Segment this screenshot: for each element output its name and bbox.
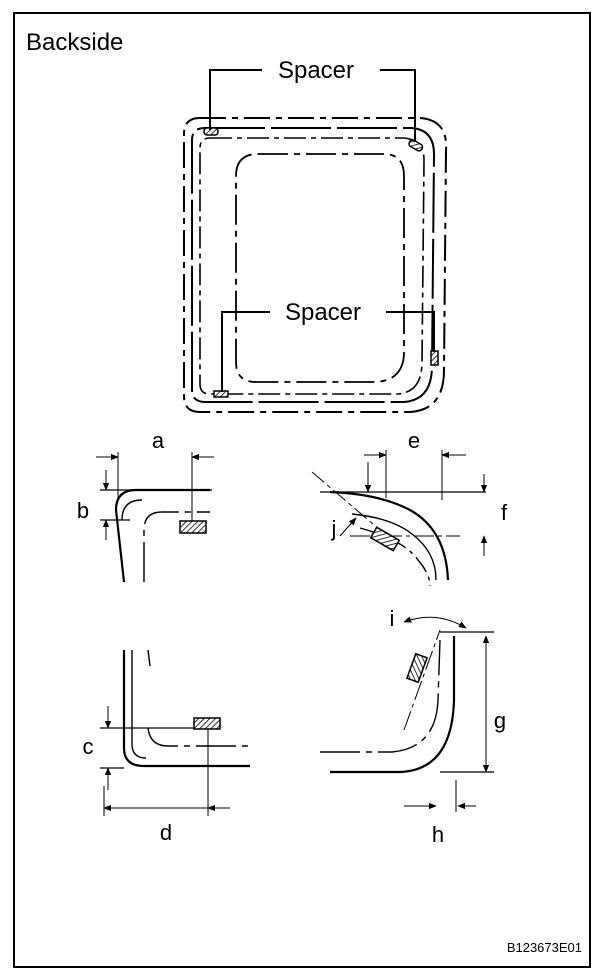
spacer-label-middle: Spacer — [285, 299, 361, 326]
dimension-label-a: a — [152, 428, 165, 453]
spacer-detail-g — [405, 652, 429, 684]
spacer-detail-e — [369, 526, 401, 552]
dimension-label-d: d — [160, 820, 172, 845]
spacer-callout-top — [209, 69, 416, 142]
detail-top-right-corner — [311, 450, 488, 587]
spacer-detail-d — [193, 717, 221, 730]
dimension-label-j: j — [331, 516, 337, 541]
figure-title: Backside — [26, 29, 123, 56]
dimension-label-g: g — [494, 708, 506, 733]
glass-outline — [183, 117, 448, 413]
figure-frame — [13, 12, 591, 968]
dimension-label-c: c — [83, 734, 94, 759]
detail-bottom-left-corner — [100, 649, 250, 816]
spacer-detail-a — [179, 520, 207, 534]
dimension-label-f: f — [501, 500, 508, 525]
dimension-label-e: e — [408, 428, 420, 453]
detail-top-left-corner — [96, 452, 214, 583]
spacer-label-top: Spacer — [278, 57, 354, 84]
dimension-label-i: i — [390, 606, 395, 631]
spacer-callout-middle — [221, 311, 435, 392]
spacer-marker-bottom-right — [430, 350, 439, 366]
detail-bottom-right-corner — [320, 616, 494, 812]
dimension-label-b: b — [77, 498, 89, 523]
figure-id: B123673E01 — [507, 940, 582, 955]
spacer-marker-top-right — [408, 139, 424, 152]
dimension-label-h: h — [432, 822, 444, 847]
